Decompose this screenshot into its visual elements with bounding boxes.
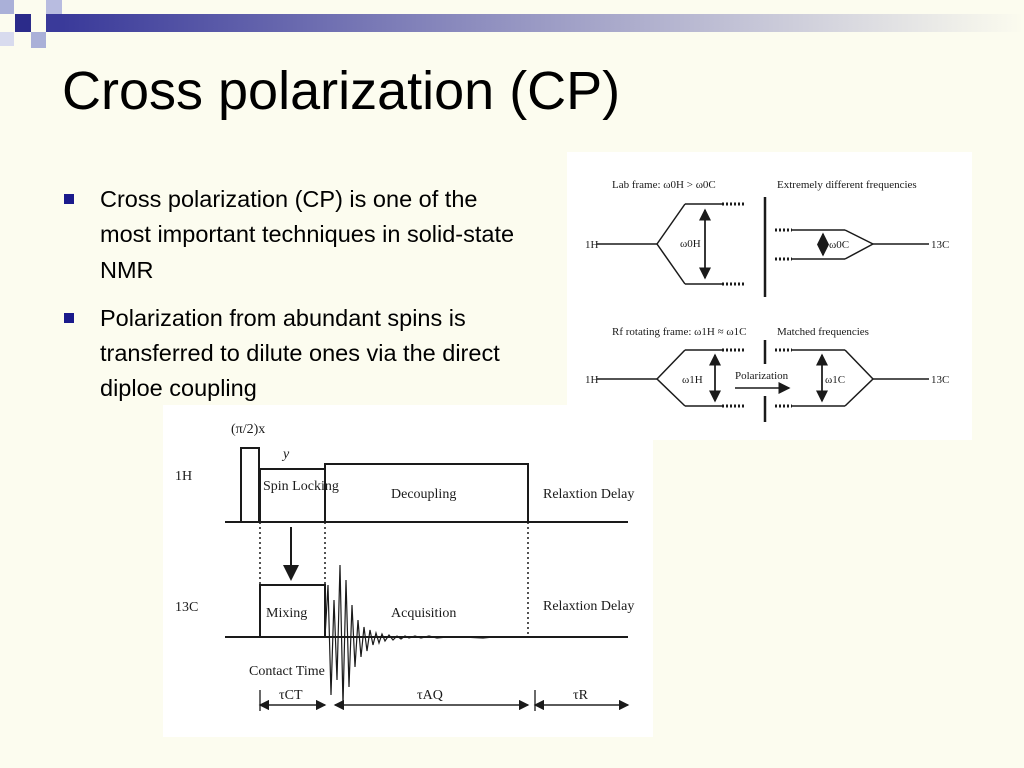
- pi-half-pulse: [240, 447, 260, 523]
- deco-square: [31, 14, 46, 32]
- bullet-text: Polarization from abundant spins is tran…: [100, 304, 500, 402]
- energy-level-diagram: Lab frame: ω0H > ω0C Extremely different…: [567, 152, 972, 440]
- h-label-bottom: 1H: [585, 374, 599, 386]
- y-phase-label: y: [281, 447, 290, 462]
- polarization-label: Polarization: [735, 370, 789, 382]
- bullet-square-icon: [64, 194, 74, 204]
- bullet-item: Cross polarization (CP) is one of the mo…: [62, 182, 532, 288]
- h-channel-label: 1H: [175, 469, 192, 484]
- header-decoration: [0, 0, 1024, 48]
- omega-1h-label: ω1H: [682, 374, 703, 386]
- relaxation-delay-c-label: Relaxtion Delay: [543, 599, 634, 614]
- fid-signal: [324, 564, 494, 706]
- deco-square: [15, 14, 31, 32]
- tau-r-label: τR: [573, 688, 589, 703]
- tau-aq-label: τAQ: [417, 688, 443, 703]
- decoupling-block: [324, 463, 529, 523]
- bullet-item: Polarization from abundant spins is tran…: [62, 301, 532, 407]
- mixing-label: Mixing: [266, 606, 307, 621]
- omega-0c-label: ω0C: [829, 239, 849, 251]
- c-label-bottom: 13C: [931, 374, 949, 386]
- matched-label: Matched frequencies: [777, 326, 869, 338]
- pulse-sequence-diagram: (π/2)x y 1H Spin Locking Decoupling Rela…: [163, 405, 653, 737]
- omega-0h-label: ω0H: [680, 238, 701, 250]
- h-split-upper: [656, 203, 686, 245]
- slide-title: Cross polarization (CP): [62, 61, 621, 121]
- mixing-block: [259, 584, 326, 638]
- lab-frame-label: Lab frame: ω0H > ω0C: [612, 179, 716, 191]
- relaxation-delay-h-label: Relaxtion Delay: [543, 487, 634, 502]
- deco-square: [46, 0, 62, 14]
- spin-locking-label: Spin Locking: [263, 479, 339, 494]
- extremely-different-label: Extremely different frequencies: [777, 179, 917, 191]
- pulse-label: (π/2)x: [231, 422, 265, 437]
- h-split-lower: [656, 243, 686, 285]
- acquisition-label: Acquisition: [391, 606, 456, 621]
- bullet-list: Cross polarization (CP) is one of the mo…: [62, 182, 532, 420]
- deco-square: [0, 32, 14, 46]
- h-label-top: 1H: [585, 239, 599, 251]
- c-channel-label: 13C: [175, 600, 198, 615]
- omega-1c-label: ω1C: [825, 374, 845, 386]
- deco-square: [15, 32, 31, 48]
- contact-time-label: Contact Time: [249, 664, 325, 679]
- spin-lock-block: [259, 468, 326, 523]
- bullet-square-icon: [64, 312, 74, 323]
- tau-ct-label: τCT: [279, 688, 303, 703]
- decoupling-label: Decoupling: [391, 487, 456, 502]
- bullet-text: Cross polarization (CP) is one of the mo…: [100, 186, 515, 283]
- deco-square: [31, 32, 46, 48]
- c-label-top: 13C: [931, 239, 949, 251]
- header-gradient-bar: [62, 14, 1024, 32]
- deco-square: [0, 0, 14, 14]
- deco-square: [46, 14, 62, 32]
- rotating-frame-label: Rf rotating frame: ω1H ≈ ω1C: [612, 326, 746, 338]
